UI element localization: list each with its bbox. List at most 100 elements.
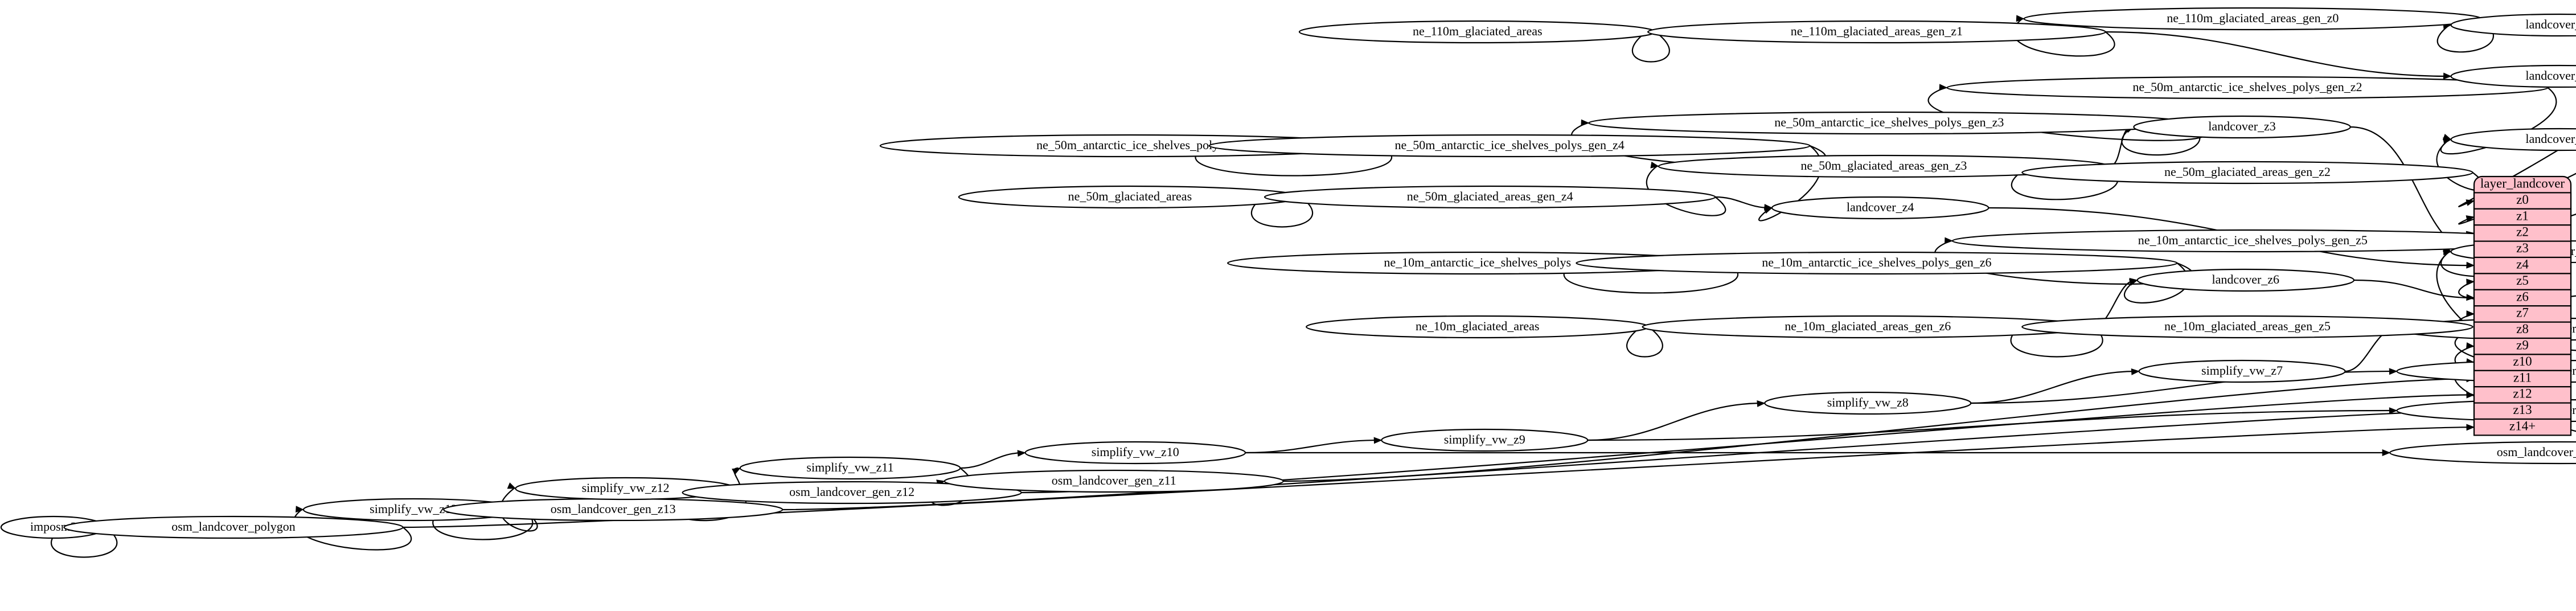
edge-ne_50m_glaciated_areas_gen_z4-to-landcover_z4 [1715,196,1770,209]
node-landcover_z6[interactable]: landcover_z6 [2136,268,2355,292]
table-cell-z9: z9 [2516,338,2529,352]
table-cell-z2: z2 [2516,225,2529,239]
edge-arrowhead [2466,199,2475,206]
node-osm_landcover_gen_z12[interactable]: osm_landcover_gen_z12 [682,481,1022,505]
node-shape [1381,428,1589,452]
node-ne_10m_glaciated_areas[interactable]: ne_10m_glaciated_areas [1306,315,1650,339]
node-ne_110m_glaciated_areas_gen_z1[interactable]: ne_110m_glaciated_areas_gen_z1 [1647,20,2106,44]
edge-osm_landcover_gen_z8-to-layer_landcover.z8 [2454,329,2576,379]
node-label: ne_10m_antarctic_ice_shelves_polys [1384,255,1571,269]
node-shape [2021,161,2474,184]
node-ne_110m_glaciated_areas_gen_z0[interactable]: ne_110m_glaciated_areas_gen_z0 [2023,7,2483,31]
node-label: ne_50m_glaciated_areas_gen_z4 [1407,189,1573,203]
table-cell-z12: z12 [2513,387,2532,401]
node-shape [1576,251,2178,275]
node-label: landcover_z4 [1847,200,1914,214]
node-label: simplify_vw_z11 [806,460,893,474]
node-landcover_z1[interactable]: landcover_z1 [2450,64,2576,88]
edge-ne_10m_glaciated_areas-to-ne_10m_glaciated_areas_gen_z6 [1626,326,1663,358]
node-osm_landcover_gen_z13[interactable]: osm_landcover_gen_z13 [443,498,784,522]
node-ne_10m_glaciated_areas_gen_z5[interactable]: ne_10m_glaciated_areas_gen_z5 [2021,315,2474,339]
edge-simplify_vw_z9-to-osm_landcover_gen_z9 [1588,409,2395,441]
node-simplify_vw_z7[interactable]: simplify_vw_z7 [2138,359,2346,383]
edge-arrowhead [2466,310,2475,318]
node-label: ne_10m_glaciated_areas_gen_z5 [2164,319,2331,333]
node-label: ne_50m_glaciated_areas_gen_z3 [1800,158,1967,173]
edge-osm_landcover_gen_z11-to-layer_landcover.z11 [1283,378,2473,482]
node-shape [2133,115,2351,139]
node-label: ne_10m_antarctic_ice_shelves_polys_gen_z… [2138,233,2368,247]
node-landcover_z0[interactable]: landcover_z0 [2450,13,2576,37]
node-simplify_vw_z10[interactable]: simplify_vw_z10 [1024,441,1246,465]
node-ne_50m_antarctic_ice_shelves_polys_gen_z3[interactable]: ne_50m_antarctic_ice_shelves_polys_gen_z… [1588,111,2191,135]
node-osm_landcover_polygon[interactable]: osm_landcover_polygon [63,515,404,539]
table-row-z2[interactable] [2473,224,2572,242]
node-ne_50m_glaciated_areas[interactable]: ne_50m_glaciated_areas [958,185,1302,209]
node-ne_10m_antarctic_ice_shelves_polys_gen_z6[interactable]: ne_10m_antarctic_ice_shelves_polys_gen_z… [1576,251,2178,275]
table-node-layer_landcover[interactable]: layer_landcoverz0z1z2z3z4z5z6z7z8z9z10z1… [2473,175,2572,436]
node-label: ne_110m_glaciated_areas [1413,24,1543,38]
node-ne_10m_glaciated_areas_gen_z6[interactable]: ne_10m_glaciated_areas_gen_z6 [1642,315,2094,339]
edge-arrowhead [1945,237,1954,244]
node-label: landcover_z2 [2525,132,2576,146]
edge-simplify_vw_z11-to-simplify_vw_z10 [960,452,1024,469]
edge-arrowhead [507,482,516,489]
node-osm_landcover_gen_z11[interactable]: osm_landcover_gen_z11 [944,469,1284,493]
node-shape [944,469,1284,493]
node-label: osm_landcover_polygon [171,519,296,534]
node-ne_50m_glaciated_areas_gen_z3[interactable]: ne_50m_glaciated_areas_gen_z3 [1658,154,2110,178]
node-label: ne_110m_glaciated_areas_gen_z0 [2167,11,2339,25]
edge-arrowhead [2016,15,2025,22]
node-ne_50m_antarctic_ice_shelves_polys_gen_z4[interactable]: ne_50m_antarctic_ice_shelves_polys_gen_z… [1208,134,1811,158]
edge-arrowhead [2389,368,2398,375]
node-landcover_z4[interactable]: landcover_z4 [1771,196,1990,220]
edge-arrowhead [2466,294,2475,301]
edge-arrowhead [2466,215,2475,222]
table-row-z3[interactable] [2473,240,2572,259]
node-label: ne_110m_glaciated_areas_gen_z1 [1791,24,1963,38]
node-ne_10m_antarctic_ice_shelves_polys[interactable]: ne_10m_antarctic_ice_shelves_polys [1227,251,1728,275]
node-shape [2450,64,2576,88]
table-row-z12[interactable] [2473,386,2572,404]
node-simplify_vw_z11[interactable]: simplify_vw_z11 [739,456,961,480]
table-row-z10[interactable] [2473,354,2572,371]
edge-arrowhead [2443,72,2452,80]
node-ne_110m_glaciated_areas[interactable]: ne_110m_glaciated_areas [1298,20,1656,44]
edge-ne_50m_glaciated_areas_gen_z4-to-ne_50m_glaciated_areas_gen_z3 [1646,166,1726,216]
node-landcover_z3[interactable]: landcover_z3 [2133,115,2351,139]
node-landcover_z2[interactable]: landcover_z2 [2450,128,2576,151]
table-row-z9[interactable] [2473,337,2572,355]
node-ne_50m_glaciated_areas_gen_z4[interactable]: ne_50m_glaciated_areas_gen_z4 [1264,185,1716,209]
node-shape [2021,315,2474,339]
node-osm_landcover_gen_z10[interactable]: osm_landcover_gen_z10 [2389,441,2576,465]
edge-arrowhead [2131,368,2140,375]
node-label: osm_landcover_gen_z11 [1052,473,1176,487]
node-label: landcover_z1 [2525,68,2576,83]
edge-arrowhead [1939,84,1948,91]
node-simplify_vw_z8[interactable]: simplify_vw_z8 [1764,391,1972,415]
table-row-z1[interactable] [2473,208,2572,226]
table-row-z8[interactable] [2473,321,2572,339]
table-cell-z6: z6 [2516,289,2529,304]
node-label: simplify_vw_z8 [1827,395,1909,409]
table-row-z14+[interactable] [2473,418,2572,436]
node-shape [63,515,404,539]
table-cell-z4: z4 [2516,257,2529,271]
edge-ne_110m_glaciated_areas-to-ne_110m_glaciated_areas_gen_z1 [1631,31,1670,63]
node-simplify_vw_z9[interactable]: simplify_vw_z9 [1381,428,1589,452]
node-simplify_vw_z12[interactable]: simplify_vw_z12 [515,477,736,501]
edge-arrowhead [2466,261,2475,269]
edge-arrowhead [2466,424,2475,431]
table-row-z5[interactable] [2473,273,2572,290]
table-row-z7[interactable] [2473,305,2572,323]
edge-arrowhead [2382,449,2391,456]
node-shape [1264,185,1716,209]
node-shape [2138,359,2346,383]
node-ne_10m_antarctic_ice_shelves_polys_gen_z5[interactable]: ne_10m_antarctic_ice_shelves_polys_gen_z… [1951,229,2554,253]
node-shape [1771,196,1990,220]
edge-ne_50m_glaciated_areas_gen_z3-to-landcover_z3 [2109,126,2132,167]
node-ne_50m_glaciated_areas_gen_z2[interactable]: ne_50m_glaciated_areas_gen_z2 [2021,161,2474,184]
